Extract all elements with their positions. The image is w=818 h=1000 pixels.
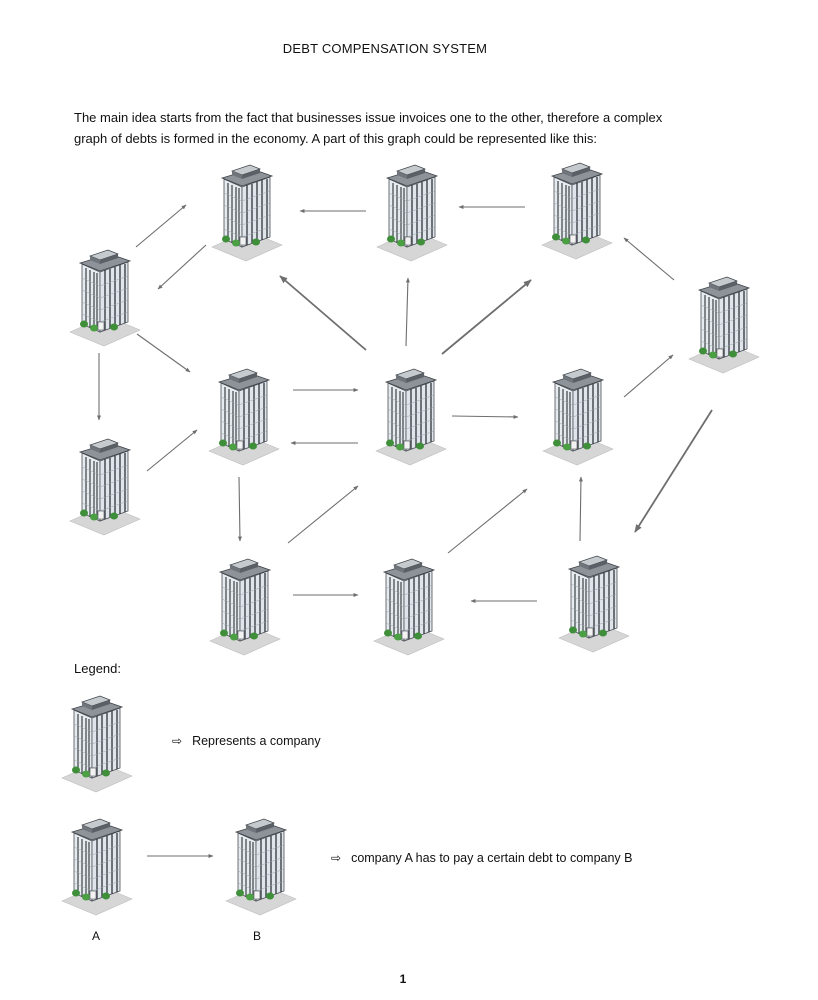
document-title: DEBT COMPENSATION SYSTEM: [282, 41, 488, 56]
legend-title: Legend:: [74, 661, 121, 676]
company-building-icon: [208, 368, 280, 466]
legend-company-icon: [61, 695, 133, 793]
company-building-icon: [69, 249, 141, 347]
company-building-icon: [375, 368, 447, 466]
debt-arrow: [237, 476, 242, 542]
debt-arrow: [623, 354, 674, 398]
label-company-a: A: [92, 929, 101, 943]
intro-paragraph: The main idea starts from the fact that …: [74, 107, 734, 149]
right-arrow-icon: ⇨: [331, 851, 342, 865]
companies: [61, 162, 760, 916]
debt-arrow: [634, 409, 713, 533]
debt-arrow: [157, 244, 207, 290]
debt-arrow: [623, 237, 675, 281]
debt-arrow: [405, 277, 410, 347]
debt-arrow: [146, 429, 198, 472]
company-building-icon: [209, 558, 281, 656]
debt-arrow: [287, 485, 359, 544]
legend-company-a-icon: [61, 818, 133, 916]
legend-debt-entry: ⇨ company A has to pay a certain debt to …: [331, 851, 632, 865]
intro-line-2: graph of debts is formed in the economy.…: [74, 131, 597, 146]
company-building-icon: [69, 438, 141, 536]
company-building-icon: [541, 162, 613, 260]
debt-arrow: [447, 488, 528, 554]
debt-arrow: [279, 275, 367, 351]
legend-company-b-icon: [225, 818, 297, 916]
legend-company-entry: ⇨ Represents a company: [172, 734, 321, 748]
debt-arrow: [578, 476, 583, 542]
company-building-icon: [558, 555, 630, 653]
label-company-b: B: [253, 929, 262, 943]
company-building-icon: [688, 276, 760, 374]
company-building-icon: [376, 164, 448, 262]
debt-arrow: [135, 204, 187, 248]
page-number: 1: [399, 972, 407, 986]
intro-line-1: The main idea starts from the fact that …: [74, 110, 663, 125]
legend-debt-text: company A has to pay a certain debt to c…: [351, 851, 633, 865]
legend-company-text: Represents a company: [192, 734, 321, 748]
debt-arrows: [97, 204, 713, 858]
company-building-icon: [211, 164, 283, 262]
right-arrow-icon: ⇨: [172, 734, 183, 748]
debt-arrow: [451, 414, 519, 419]
debt-arrow: [136, 333, 191, 373]
company-building-icon: [542, 368, 614, 466]
debt-arrow: [441, 279, 532, 355]
company-building-icon: [373, 558, 445, 656]
